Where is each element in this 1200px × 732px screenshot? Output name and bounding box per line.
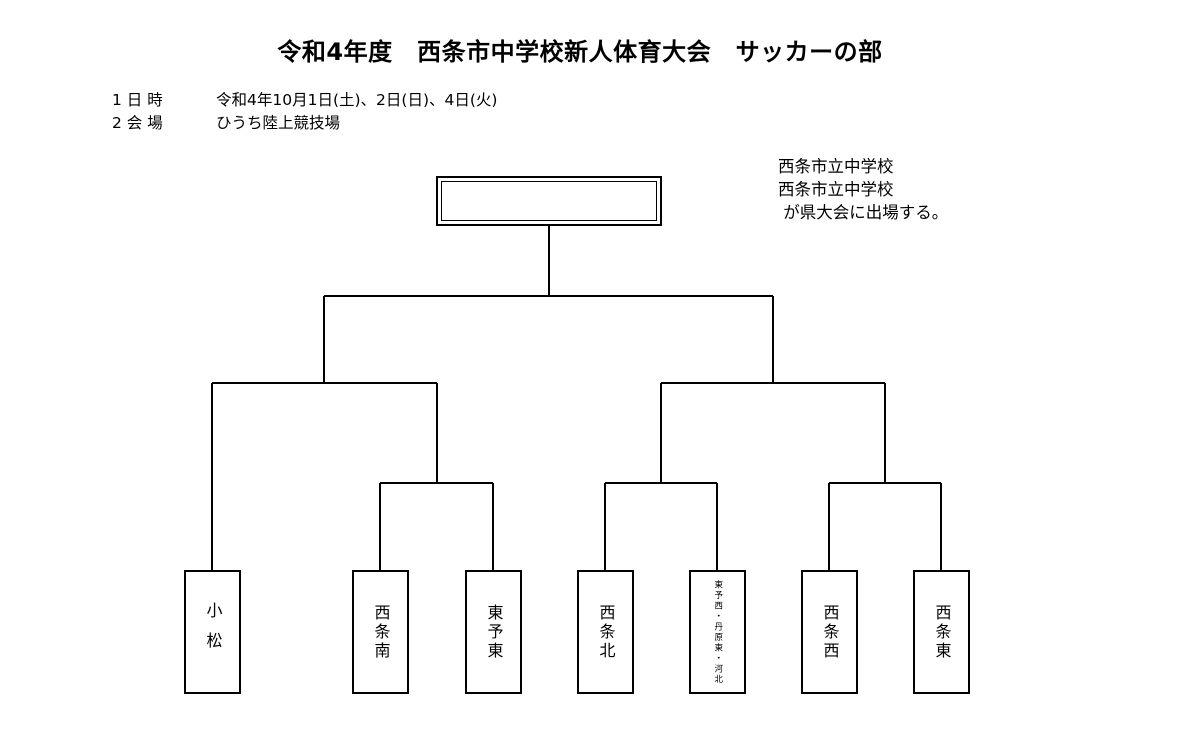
venue-label: 2 会 場 [112, 114, 163, 132]
note-line-2: 西条市立中学校 [778, 180, 894, 199]
team-box-saijo-higashi: 西条東 [913, 570, 970, 694]
qualification-note: 西条市立中学校 西条市立中学校 が県大会に出場する。 [778, 155, 948, 224]
team-box-saijo-kita: 西条北 [577, 570, 634, 694]
date-label: 1 日 時 [112, 91, 163, 109]
team-box-saijo-nishi: 西条西 [801, 570, 858, 694]
note-line-3: が県大会に出場する。 [778, 203, 949, 222]
team-name: 西条北 [596, 603, 616, 661]
team-box-toyo-higashi: 東予東 [465, 570, 522, 694]
team-name: 西条東 [932, 603, 952, 661]
team-name: 小松 [203, 602, 223, 662]
champion-box-inner [441, 181, 657, 221]
team-box-combined: 東予西・丹原東・河北 [689, 570, 746, 694]
team-name: 東予東 [484, 603, 504, 661]
team-box-saijo-minami: 西条南 [352, 570, 409, 694]
note-line-1: 西条市立中学校 [778, 157, 894, 176]
team-name: 東予西・丹原東・河北 [712, 579, 723, 685]
date-value: 令和4年10月1日(土)、2日(日)、4日(火) [216, 91, 498, 109]
team-box-komatsu: 小松 [184, 570, 241, 694]
team-name: 西条南 [371, 603, 391, 661]
team-name: 西条西 [820, 603, 840, 661]
champion-box [436, 176, 662, 226]
venue-value: ひうち陸上競技場 [216, 114, 341, 132]
page-title: 令和4年度 西条市中学校新人体育大会 サッカーの部 [277, 38, 883, 66]
